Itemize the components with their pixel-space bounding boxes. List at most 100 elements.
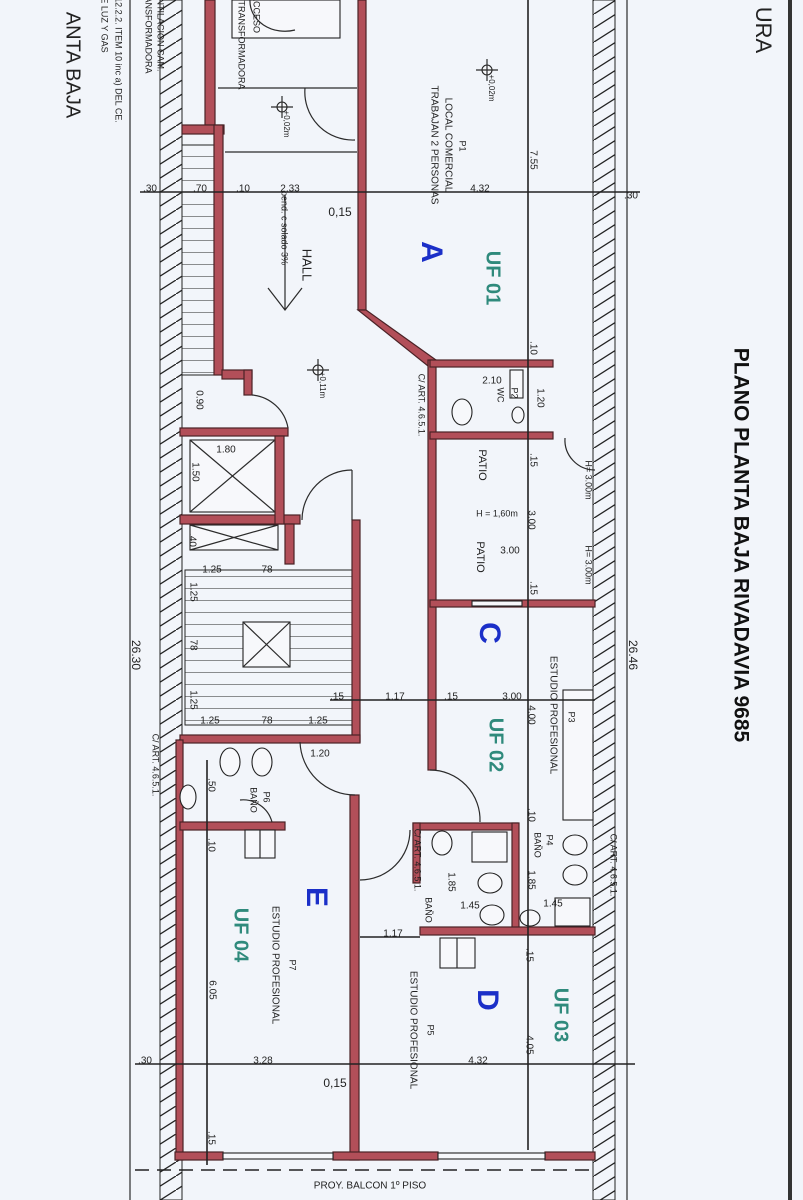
dimension: 0,15 [328, 205, 352, 219]
dimension: 4.05 [523, 1035, 534, 1055]
unit-use: ESTUDIO PROFESIONAL [547, 656, 558, 775]
room-tag: P4 [545, 834, 555, 845]
dimension: 3.00 [500, 546, 520, 557]
room-note: H = 1,60m [476, 508, 518, 518]
dimension: .40 [186, 533, 197, 547]
unit-tag: P7 [288, 959, 298, 970]
unit-label: UF 03 [550, 988, 572, 1042]
dimension: 1.25 [187, 690, 198, 710]
dimension: .10 [236, 184, 250, 195]
dimension: .70 [193, 184, 207, 195]
dimension: 1.25 [200, 716, 220, 727]
doors [239, 394, 596, 881]
dimension: 78 [261, 565, 273, 576]
level-marker-icon [476, 59, 498, 81]
room-label: PATIO [474, 541, 486, 573]
dimension: 1.20 [534, 388, 545, 408]
dimension: 4.00 [525, 705, 536, 725]
dimension: .30 [138, 1056, 152, 1067]
unit-letter: A [415, 241, 448, 263]
room-label: BAÑO [424, 897, 434, 923]
code-ref: C/ ART. 4.6.5.1. [151, 734, 161, 797]
unit-use: ESTUDIO PROFESIONAL [269, 906, 280, 1025]
unit-tag: P3 [567, 711, 577, 722]
dimension: 1.45 [543, 899, 563, 910]
room-label: BAÑO [249, 787, 259, 813]
dimension: .30 [143, 184, 157, 195]
dimension: 4.32 [470, 184, 490, 195]
note: 12.2.2. ITEM 10 inc a) DEL CE. [114, 0, 124, 123]
fixtures [179, 369, 594, 969]
code-ref: C/ ART. 4.6.5.1. [413, 829, 423, 892]
dimension: 1.17 [385, 692, 405, 703]
room-note: H= 3.00m [584, 460, 594, 499]
labels: PLANO PLANTA BAJA RIVADAVIA 9685 URA ANTA … [62, 0, 776, 1192]
room-tag: P2 [510, 387, 520, 398]
unit-letter: C [473, 622, 506, 644]
dimension: .10 [205, 838, 216, 852]
dimension: .10 [527, 341, 538, 355]
level-marker-icon [307, 359, 329, 381]
unit-label: UF 04 [230, 908, 252, 963]
unit-letter: E [300, 887, 333, 907]
dimension: 1.80 [216, 445, 236, 456]
dimension: .15 [523, 948, 534, 962]
dimension: .10 [525, 808, 536, 822]
dimension: 1.20 [310, 749, 330, 760]
dimension: 3.00 [502, 692, 522, 703]
dimension: 2.33 [280, 184, 300, 195]
code-ref: C/ ART. 4.6.5.1. [417, 374, 427, 437]
dimension: 1.17 [383, 929, 403, 940]
dimension: .50 [205, 778, 216, 792]
note: ACCESO [252, 0, 262, 33]
room-note: H= 3.00m [584, 545, 594, 584]
dimension: 7.55 [527, 150, 538, 170]
dimension: 3.00 [525, 510, 536, 530]
dimension: 78 [261, 716, 273, 727]
dimension: .15 [330, 692, 344, 703]
dimension: .15 [527, 581, 538, 595]
dimension: .15 [444, 692, 458, 703]
dimension: 1.25 [202, 565, 222, 576]
unit-use: TRABAJAN 2 PERSONAS [428, 86, 439, 205]
unit-tag: P1 [458, 140, 468, 151]
room-label: HALL [300, 249, 315, 282]
header-fragment: URA [751, 7, 776, 54]
code-ref: C/ ART. 4.6.5.1. [609, 834, 619, 897]
walls [174, 0, 596, 1161]
unit-label: UF 02 [485, 718, 507, 772]
dimension: 0,15 [323, 1076, 347, 1090]
level-markers [271, 59, 498, 381]
note: TRANSFORMADORA [237, 0, 247, 89]
dimension: 0.90 [193, 390, 204, 410]
dimension: 1.25 [308, 716, 328, 727]
room-label: PATIO [476, 449, 488, 481]
windows [222, 600, 546, 1160]
elevator [189, 439, 279, 551]
dimension: 6.05 [206, 980, 217, 1000]
dimension: 1.25 [187, 582, 198, 602]
dimension: 1.85 [525, 870, 536, 890]
room-label: BAÑO [533, 832, 543, 858]
note: E LUZ Y GAS [100, 0, 110, 53]
unit-letter: D [471, 989, 504, 1011]
unit-tag: P5 [426, 1024, 436, 1035]
level-label: +0,11m [318, 372, 327, 399]
dimension: 2.10 [482, 376, 502, 387]
level-label: +0,02m [282, 111, 291, 138]
unit-label: UF 01 [482, 251, 504, 305]
level-label: +0,02m [487, 75, 496, 102]
transformer-room [218, 0, 357, 153]
dimension: 1.50 [189, 462, 200, 482]
dimension: 1.85 [445, 872, 456, 892]
room-tag: P6 [262, 791, 272, 802]
note: NTILACION CAM. [156, 0, 166, 72]
plan-title: PLANO PLANTA BAJA RIVADAVIA 9685 [729, 348, 752, 743]
side-title: ANTA BAJA [62, 12, 84, 119]
dimension: .15 [527, 453, 538, 467]
dimension-lines [135, 0, 640, 1171]
dimension: 4.32 [468, 1056, 488, 1067]
dimension: 26.30 [129, 640, 143, 670]
room-note: pend. c solado 3% [280, 191, 290, 265]
